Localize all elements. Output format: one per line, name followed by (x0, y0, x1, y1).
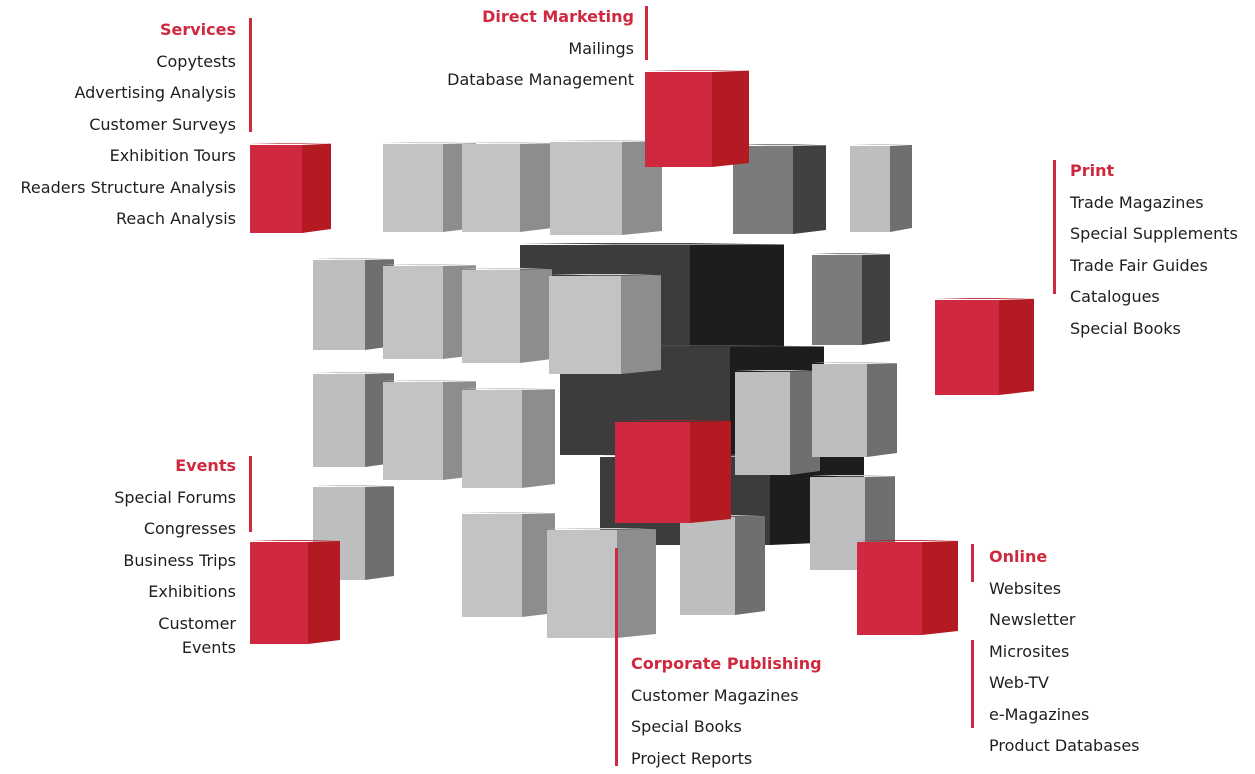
events-item: Congresses (114, 513, 236, 545)
red-cube-services (250, 143, 331, 233)
gray-cube (462, 388, 555, 488)
services-item: Advertising Analysis (21, 77, 236, 109)
events-item: Events (114, 637, 236, 659)
corporate-publishing-group: Corporate Publishing Customer Magazines … (631, 648, 822, 774)
gray-cube (547, 528, 656, 638)
corporate-publishing-item: Project Reports (631, 743, 822, 774)
services-title: Services (21, 14, 236, 46)
print-item: Special Books (1070, 313, 1238, 345)
online-item: Microsites (989, 636, 1140, 668)
online-item: e-Magazines (989, 699, 1140, 731)
gray-cube (462, 512, 555, 617)
corporate-publishing-item: Customer Magazines (631, 680, 822, 712)
red-cube-corporate-publishing (615, 420, 731, 523)
services-bar (249, 18, 252, 132)
gray-cube (812, 253, 890, 345)
online-bar-top (971, 544, 974, 582)
direct-marketing-bar (645, 6, 648, 60)
services-group: Services Copytests Advertising Analysis … (21, 14, 236, 235)
red-cube-print (935, 298, 1034, 395)
gray-cube (680, 515, 765, 615)
gray-cube (313, 258, 394, 350)
direct-marketing-group: Direct Marketing Mailings Database Manag… (447, 1, 634, 96)
print-item: Catalogues (1070, 281, 1238, 313)
online-group: Online Websites Newsletter Microsites We… (989, 541, 1140, 762)
print-item: Special Supplements (1070, 218, 1238, 250)
services-item: Exhibition Tours (21, 140, 236, 172)
events-item: Special Forums (114, 482, 236, 514)
online-item: Websites (989, 573, 1140, 605)
gray-cube (462, 268, 552, 363)
events-group: Events Special Forums Congresses Busines… (114, 450, 236, 659)
direct-marketing-item: Mailings (447, 33, 634, 65)
events-item: Business Trips (114, 545, 236, 577)
print-item: Trade Fair Guides (1070, 250, 1238, 282)
print-bar (1053, 160, 1056, 294)
gray-cube (850, 144, 912, 232)
services-item: Readers Structure Analysis (21, 172, 236, 204)
corporate-publishing-item: Special Books (631, 711, 822, 743)
gray-cube (549, 274, 661, 374)
gray-cube (313, 372, 394, 467)
services-item: Customer Surveys (21, 109, 236, 141)
gray-cube (462, 142, 552, 232)
online-title: Online (989, 541, 1140, 573)
print-title: Print (1070, 155, 1238, 187)
direct-marketing-item: Database Management (447, 64, 634, 96)
online-item: Web-TV (989, 667, 1140, 699)
gray-cube (812, 362, 897, 457)
events-bar (249, 456, 252, 532)
online-item: Product Databases (989, 730, 1140, 762)
online-item: Newsletter (989, 604, 1140, 636)
events-title: Events (114, 450, 236, 482)
red-cube-events (250, 540, 340, 644)
print-item: Trade Magazines (1070, 187, 1238, 219)
direct-marketing-title: Direct Marketing (447, 1, 634, 33)
services-item: Reach Analysis (21, 203, 236, 235)
services-item: Copytests (21, 46, 236, 78)
red-cube-online (857, 540, 958, 635)
corporate-publishing-bar (615, 548, 618, 766)
online-bar-bottom (971, 640, 974, 728)
print-group: Print Trade Magazines Special Supplement… (1070, 155, 1238, 344)
corporate-publishing-title: Corporate Publishing (631, 648, 822, 680)
red-cube-direct-marketing (645, 70, 749, 167)
events-item: Exhibitions (114, 576, 236, 608)
events-item: Customer (114, 611, 236, 637)
gray-cube (735, 370, 820, 475)
